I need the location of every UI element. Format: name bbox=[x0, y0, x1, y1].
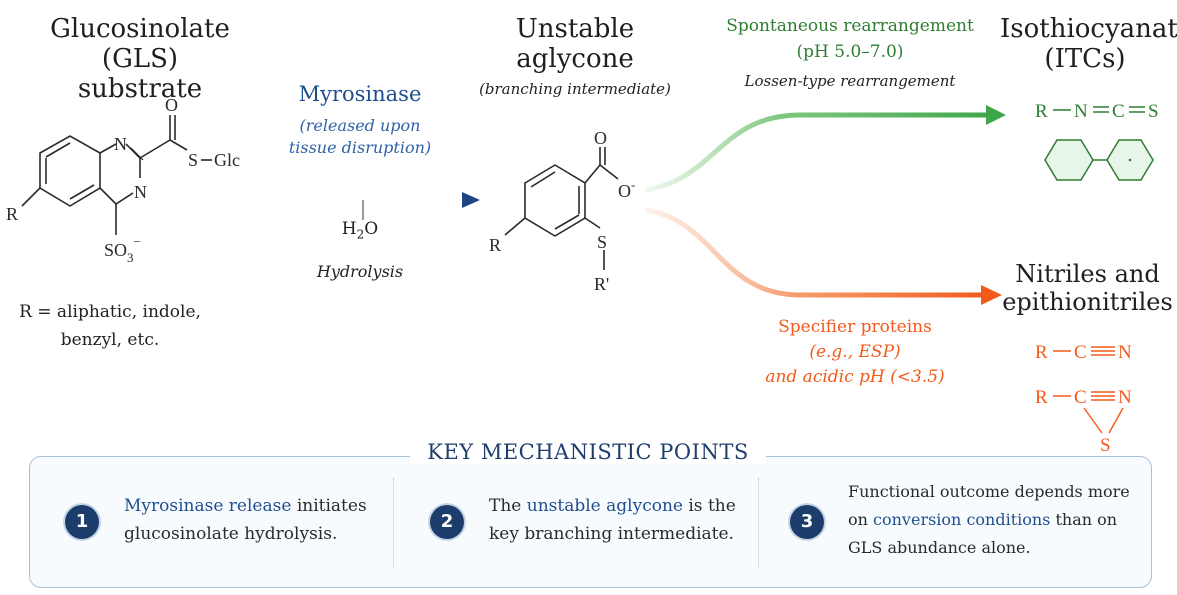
point-3-badge: 3 bbox=[790, 505, 824, 539]
nitrile-condition-line3: and acidic pH (<3.5) bbox=[765, 367, 945, 387]
branch-arrows bbox=[644, 105, 1006, 305]
epithio-c: C bbox=[1074, 387, 1087, 408]
aglycone-rprime-group: R' bbox=[594, 274, 609, 294]
aglycone-r-group: R bbox=[489, 235, 501, 255]
enzyme-note-line1: (released upon bbox=[299, 116, 421, 135]
point-1-text: Myrosinase release initiates glucosinola… bbox=[124, 492, 374, 548]
itc-ring-left bbox=[1044, 139, 1094, 181]
nitrile-structures: R C N R C N S bbox=[1035, 342, 1132, 455]
itc-formula: R N C S bbox=[1035, 101, 1159, 122]
hydrolysis-arrow-head bbox=[462, 192, 480, 208]
aglycone-s-atom: S bbox=[597, 232, 607, 252]
itc-c: C bbox=[1112, 101, 1125, 122]
point-divider-2 bbox=[758, 478, 759, 568]
point-2-line2: key branching intermediate. bbox=[489, 524, 734, 544]
hydrolysis-label: Hydrolysis bbox=[316, 262, 404, 281]
epithio-s: S bbox=[1100, 435, 1111, 455]
gls-r-group: R bbox=[6, 204, 18, 224]
point-3-text: Functional outcome depends more on conve… bbox=[848, 478, 1143, 562]
nitrile-arrow-head bbox=[981, 285, 1002, 305]
gls-s-atom: S bbox=[188, 150, 198, 170]
epithio-n: N bbox=[1118, 387, 1132, 408]
point-3-highlight: conversion conditions bbox=[873, 510, 1051, 529]
itc-note: Lossen-type rearrangement bbox=[744, 72, 956, 90]
key-points-title: KEY MECHANISTIC POINTS bbox=[410, 440, 766, 464]
itc-arrow-head bbox=[986, 105, 1006, 125]
nitrile-condition-line2: (e.g., ESP) bbox=[809, 342, 901, 362]
point-1-highlight: Myrosinase release bbox=[124, 496, 292, 516]
point-divider-1 bbox=[393, 478, 394, 568]
hydrolysis-arrow bbox=[240, 192, 480, 220]
itc-bonds bbox=[1053, 106, 1145, 113]
nitrile-formula: R C N bbox=[1035, 342, 1132, 363]
point-2-badge: 2 bbox=[430, 505, 464, 539]
enzyme-label: Myrosinase bbox=[298, 82, 422, 106]
gls-r-note: R = aliphatic, indole, benzyl, etc. bbox=[10, 298, 210, 354]
epithio-bonds bbox=[1053, 391, 1124, 434]
itc-structure: R N C S bbox=[1035, 101, 1159, 181]
aglycone-o1-atom: O bbox=[594, 128, 607, 148]
aglycone-bonds bbox=[504, 147, 619, 270]
itc-condition: Spontaneous rearrangement (pH 5.0–7.0) bbox=[725, 13, 975, 65]
nitrile-condition: Specifier proteins (e.g., ESP) and acidi… bbox=[735, 315, 975, 390]
gls-glc-label: Glc bbox=[214, 150, 240, 170]
nitrile-arrow-shaft bbox=[644, 207, 985, 298]
aglycone-structure: O O- S R R' bbox=[489, 128, 635, 294]
aglycone-subtitle: (branching intermediate) bbox=[479, 80, 671, 98]
itc-product-title: Isothiocyanates (ITCs) bbox=[1000, 14, 1177, 74]
aglycone-title-line2: aglycone bbox=[516, 44, 634, 74]
gls-n2-atom: N bbox=[134, 182, 147, 202]
gls-bonds bbox=[21, 115, 212, 235]
gls-r-note-line2: benzyl, etc. bbox=[60, 330, 160, 350]
nitrile-product-line1: Nitriles and bbox=[1015, 260, 1160, 288]
point-2-text: The unstable aglycone is the key branchi… bbox=[489, 492, 749, 548]
itc-arrow-shaft bbox=[644, 112, 990, 193]
nitrile-bonds bbox=[1053, 346, 1115, 356]
itc-condition-line2: (pH 5.0–7.0) bbox=[796, 42, 904, 62]
itc-s: S bbox=[1148, 101, 1159, 122]
gls-title-line1: Glucosinolate (GLS) bbox=[50, 14, 230, 74]
gls-so3-group: SO3− bbox=[104, 234, 141, 265]
gls-title: Glucosinolate (GLS) substrate bbox=[20, 14, 260, 104]
itc-condition-line1: Spontaneous rearrangement bbox=[726, 16, 974, 36]
gls-structure: O N N S Glc R SO3− bbox=[6, 95, 240, 265]
nitrile-n: N bbox=[1118, 342, 1132, 363]
aglycone-title: Unstable aglycone bbox=[480, 14, 670, 74]
itc-product-line1: Isothiocyanates bbox=[1000, 14, 1177, 44]
gls-n1-atom: N bbox=[114, 134, 127, 154]
enzyme-note: (released upon tissue disruption) bbox=[255, 115, 465, 159]
point-3-line1: Functional outcome depends more bbox=[848, 482, 1130, 501]
enzyme-note-line2: tissue disruption) bbox=[288, 138, 432, 157]
gls-title-line2: substrate bbox=[77, 74, 203, 104]
itc-r: R bbox=[1035, 101, 1048, 122]
aglycone-title-line1: Unstable bbox=[515, 14, 635, 44]
nitrile-product-title: Nitriles and epithionitriles bbox=[1000, 260, 1175, 316]
epithio-r: R bbox=[1035, 387, 1048, 408]
point-2-highlight: unstable aglycone bbox=[526, 496, 683, 516]
point-1-line2: glucosinolate hydrolysis. bbox=[124, 524, 338, 544]
gls-o-atom: O bbox=[165, 95, 178, 115]
point-1-badge: 1 bbox=[65, 505, 99, 539]
point-3-line3: GLS abundance alone. bbox=[848, 538, 1031, 557]
epithionitrile-formula: R C N S bbox=[1035, 387, 1132, 455]
nitrile-c: C bbox=[1074, 342, 1087, 363]
itc-n: N bbox=[1074, 101, 1088, 122]
itc-product-line2: (ITCs) bbox=[1044, 44, 1126, 74]
gls-r-note-line1: R = aliphatic, indole, bbox=[19, 302, 201, 322]
nitrile-r: R bbox=[1035, 342, 1048, 363]
itc-ring-pair bbox=[1044, 139, 1154, 181]
nitrile-condition-line1: Specifier proteins bbox=[778, 317, 932, 337]
water-label: H2O bbox=[341, 219, 379, 242]
nitrile-product-line2: epithionitriles bbox=[1002, 288, 1173, 316]
aglycone-o2-atom: O- bbox=[618, 177, 635, 201]
